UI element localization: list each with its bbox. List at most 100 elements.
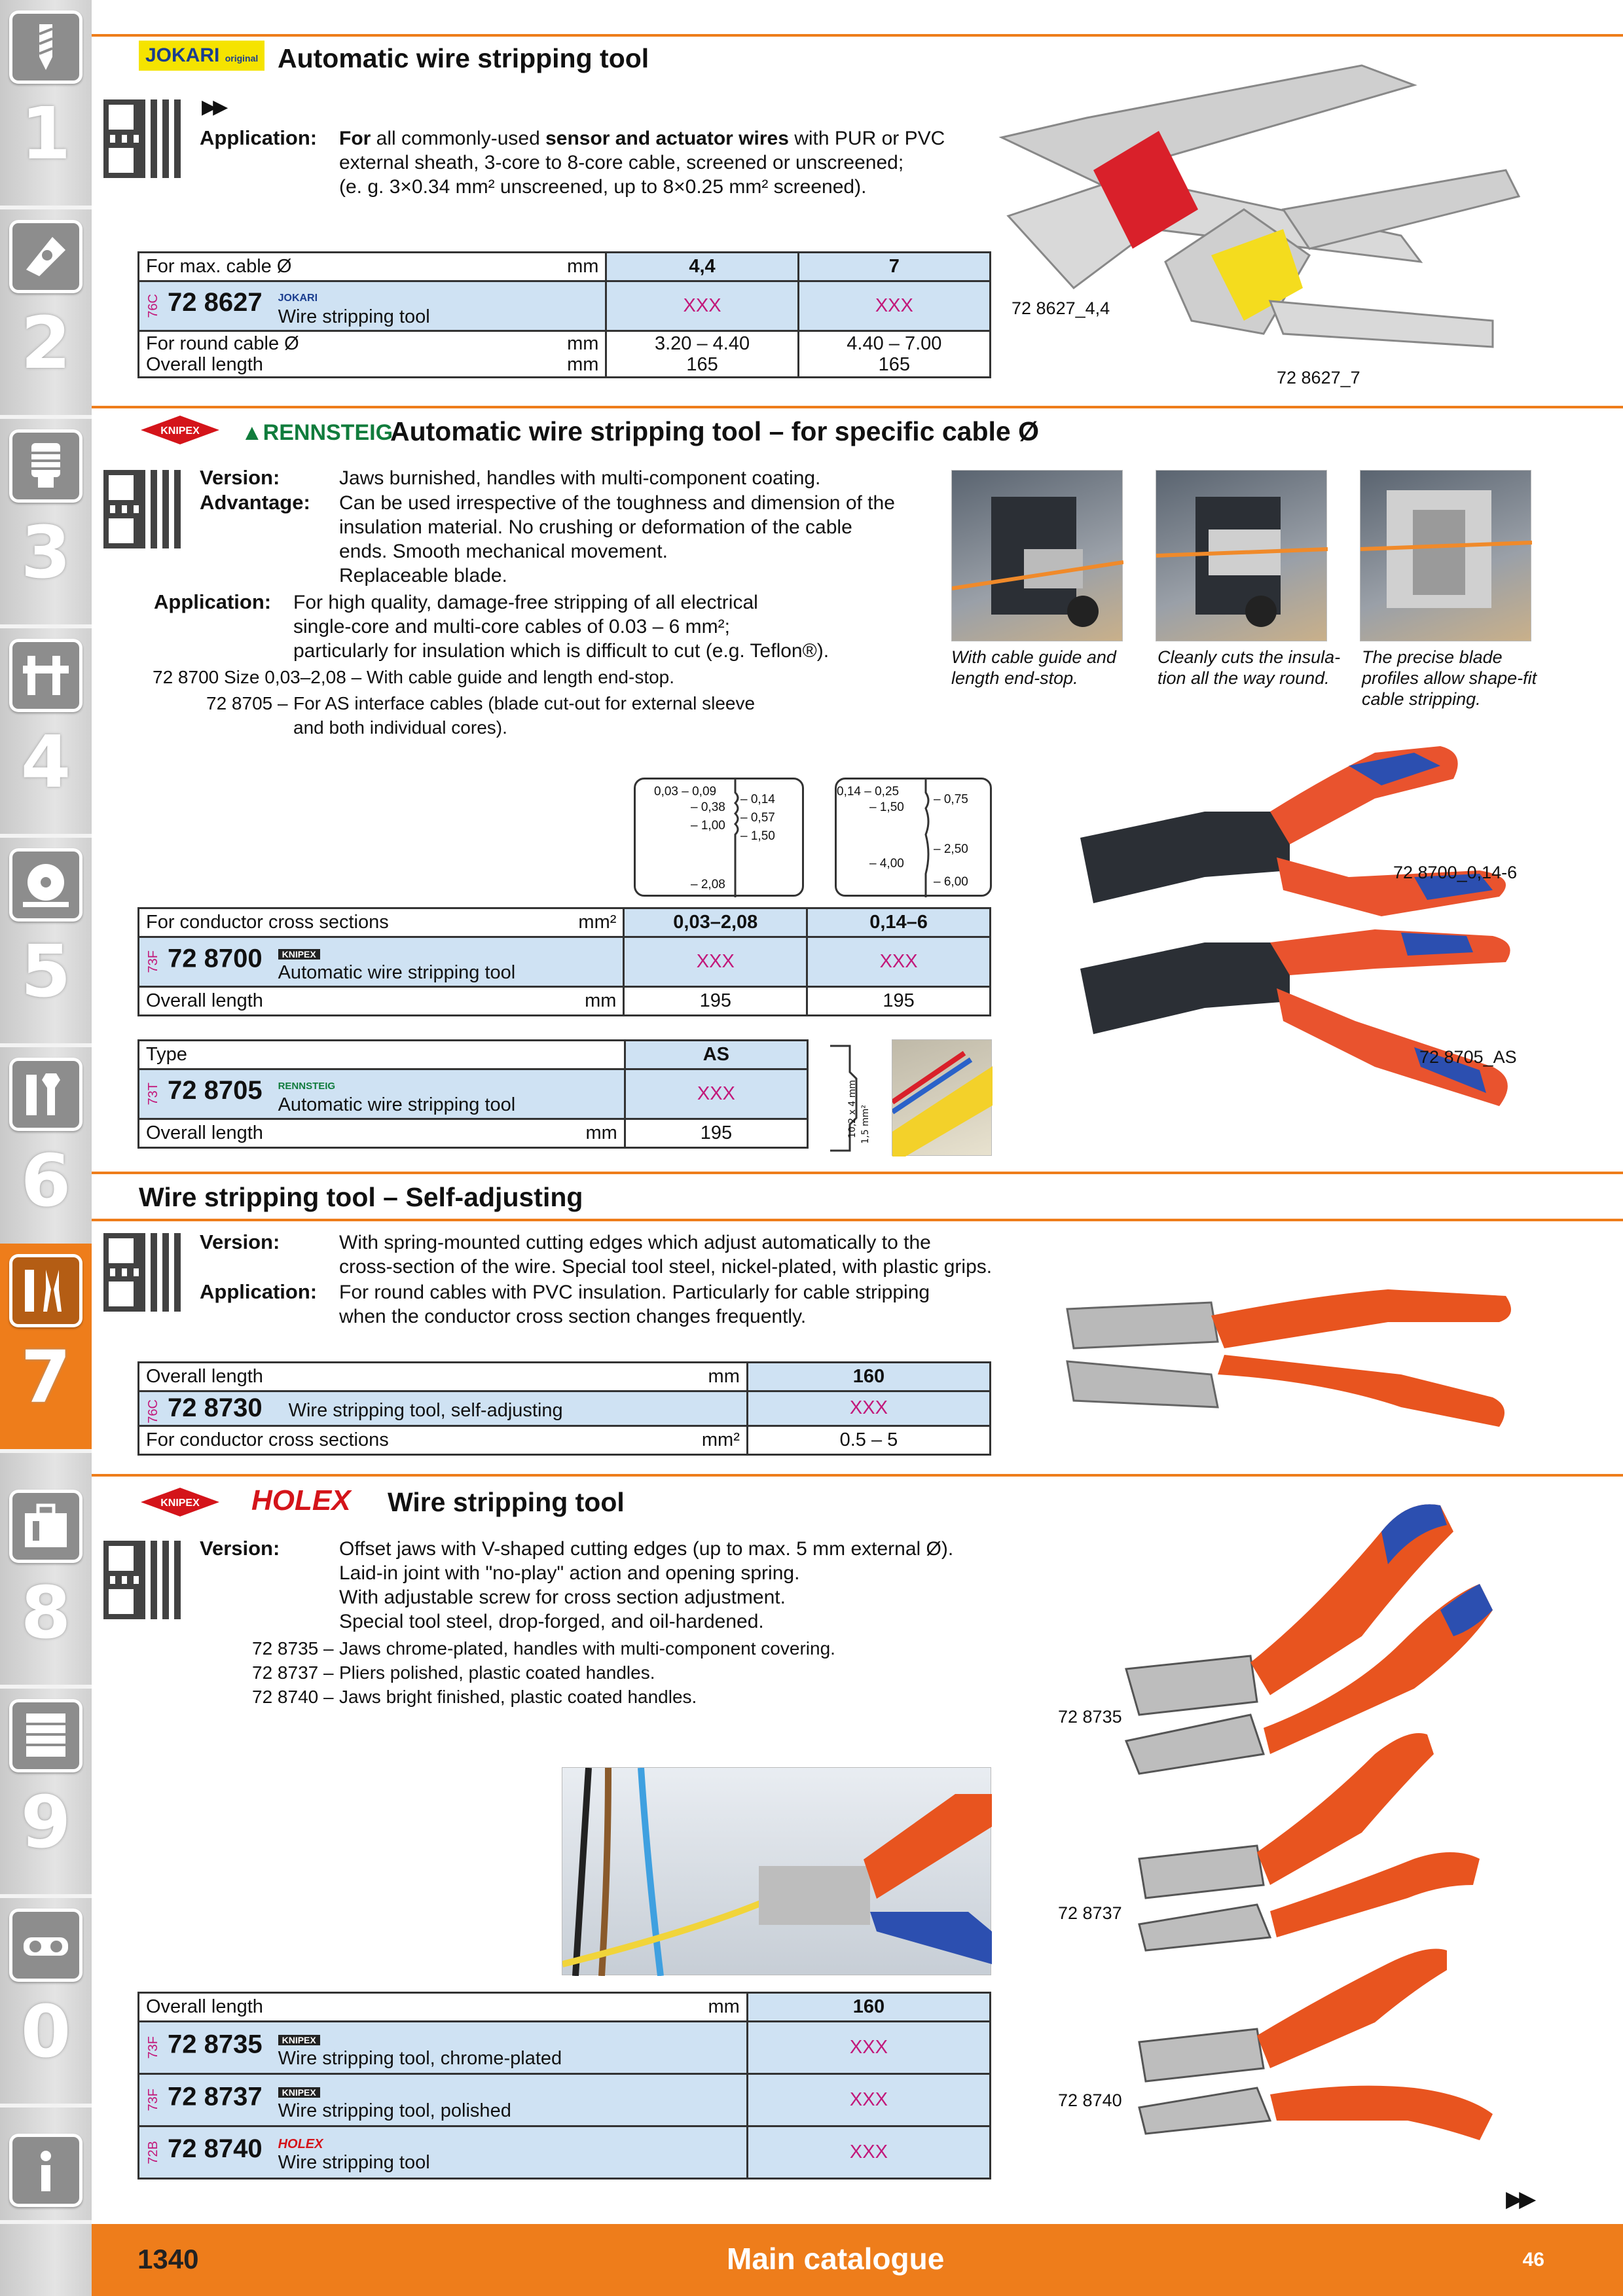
image-caption: 72 8737 [1058, 1903, 1122, 1923]
section-rule [92, 1474, 1623, 1477]
blade-size: – 0,57 [740, 811, 775, 825]
price-cell: XXX [746, 2020, 992, 2075]
safety-goggles-icon [9, 1909, 82, 1982]
chapter-number: 5 [20, 929, 71, 1013]
rennsteig-logo: ▲RENNSTEIG [241, 420, 393, 445]
chapter-number: 2 [20, 301, 71, 385]
caliper-icon [9, 639, 82, 712]
version-text: With spring-mounted cutting edges which … [339, 1232, 993, 1278]
svg-text:KNIPEX: KNIPEX [160, 425, 200, 437]
price-cell: XXX [746, 1390, 992, 1427]
image-caption: 72 8627_4,4 [1012, 298, 1110, 318]
version-text: Jaws burnished, handles with multi-compo… [339, 467, 821, 489]
blade-size: 0,14 – 0,25 [837, 785, 900, 798]
image-caption: 72 8740 [1058, 2090, 1122, 2110]
blade-size: – 1,50 [740, 829, 775, 843]
value-cell: 195 [806, 986, 991, 1016]
chapter-tab-6[interactable]: 6 [0, 1047, 92, 1257]
jokari-logo: JOKARI original [139, 41, 265, 71]
page-number: 1340 [137, 2244, 199, 2274]
blade-profile-diagram-2: 0,14 – 0,25 – 1,50 – 4,00 – 0,75 – 2,50 … [835, 778, 992, 897]
size-header: 7 [797, 251, 992, 282]
detail-photo-blade [1360, 470, 1533, 641]
qr-code[interactable] [103, 470, 182, 548]
advantage-text: Can be used irrespective of the toughnes… [339, 492, 895, 586]
chapter-tab-info[interactable] [0, 2108, 92, 2224]
blade-size: – 0,38 [691, 800, 725, 814]
usage-photo [561, 1767, 992, 1977]
section-title: Wire stripping tool – Self-adjusting [139, 1182, 583, 1212]
blade-size: – 0,75 [934, 793, 968, 806]
size-header: 0,14–6 [806, 907, 991, 938]
chapter-tab-3[interactable]: 3 [0, 419, 92, 628]
application-text: For high quality, damage-free stripping … [293, 592, 830, 662]
blade-size: – 0,14 [740, 793, 775, 806]
qr-code[interactable] [103, 1541, 182, 1619]
double-arrow-icon: ▶▶ [202, 96, 228, 118]
as-cable-diagram: 10,2 x 4 mm 1,5 mm² [817, 1039, 876, 1157]
knipex-logo: KNIPEX [137, 414, 223, 446]
size-header: 160 [746, 1361, 992, 1392]
blade-size: – 1,00 [691, 819, 725, 833]
chapter-tab-2[interactable]: 2 [0, 209, 92, 419]
chapter-tab-8[interactable]: 8 [0, 1479, 92, 1689]
grinding-disc-icon [9, 848, 82, 922]
chapter-tab-4[interactable]: 4 [0, 628, 92, 838]
product-image-728730 [1048, 1276, 1519, 1433]
chapter-tab-9[interactable]: 9 [0, 1689, 92, 1898]
application-text: For all commonly-used sensor and actuato… [339, 128, 945, 198]
chapter-number: 4 [20, 720, 71, 804]
qr-code[interactable] [103, 99, 182, 178]
application-label: Application: [200, 126, 318, 149]
chapter-number: 8 [20, 1571, 71, 1655]
size-header: 4,4 [605, 251, 799, 282]
toolbox-icon [9, 1490, 82, 1563]
image-caption: 72 8700_0,14-6 [1393, 863, 1518, 882]
chapter-tab-7[interactable]: 7 [0, 1244, 92, 1453]
as-cable-photo [890, 1039, 993, 1157]
section-rule [92, 406, 1623, 408]
chapter-tab-5[interactable]: 5 [0, 838, 92, 1047]
qr-code[interactable] [103, 1233, 182, 1312]
price-cell: XXX [746, 2125, 992, 2179]
chapter-tab-1[interactable]: 1 [0, 0, 92, 209]
chuck-icon [9, 429, 82, 503]
price-cell: XXX [623, 936, 809, 988]
image-caption: 72 8627_7 [1277, 368, 1360, 387]
application-text: For round cables with PVC insulation. Pa… [339, 1282, 930, 1327]
image-caption: 72 8735 [1058, 1707, 1122, 1727]
detail-photo-cable-guide [951, 470, 1124, 641]
info-icon [9, 2134, 82, 2207]
version-label: Version: [200, 1230, 280, 1253]
advantage-label: Advantage: [200, 491, 310, 514]
catalogue-name: Main catalogue [727, 2242, 945, 2276]
value-cell: 0.5 – 5 [746, 1424, 992, 1456]
price-cell: XXX [605, 280, 799, 332]
note-728700: 72 8700 Size 0,03–2,08 – With cable guid… [153, 667, 675, 687]
section-rule [92, 1172, 1623, 1174]
price-cell: XXX [623, 1068, 809, 1120]
chapter-tab-0[interactable]: 0 [0, 1898, 92, 2108]
variant-note: 72 8735 –72 8737 –72 8740 – [252, 1638, 334, 1707]
chapter-tab-strip: 1 2 3 4 5 6 7 8 9 0 [0, 0, 92, 2296]
knipex-logo: KNIPEX [137, 1486, 223, 1518]
price-cell: XXX [746, 2073, 992, 2127]
continue-arrow-icon[interactable]: ▶▶ [1506, 2186, 1536, 2212]
blade-size: – 2,08 [691, 878, 725, 891]
